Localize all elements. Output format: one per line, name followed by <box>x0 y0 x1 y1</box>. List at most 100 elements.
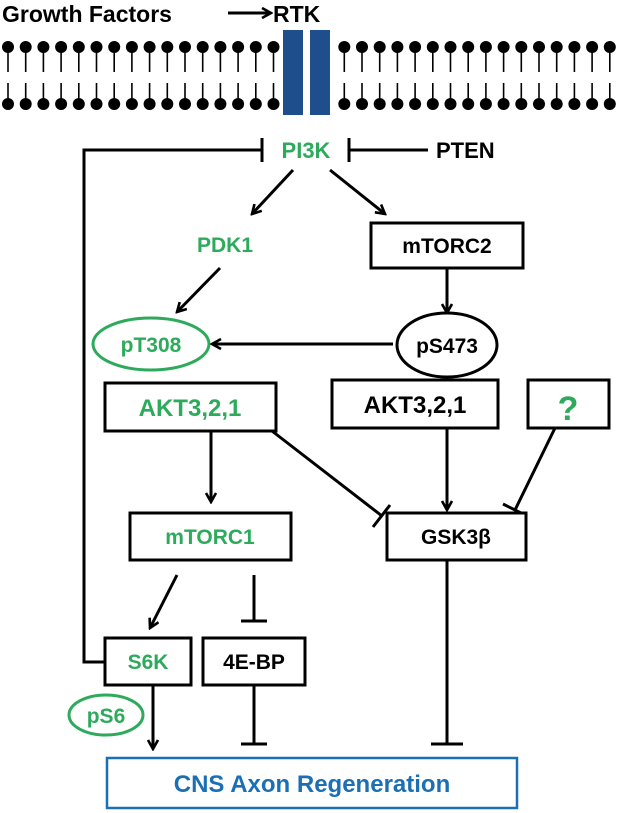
lipid-head <box>533 41 545 53</box>
lipid-head <box>19 41 32 53</box>
unknown-label: ? <box>558 390 579 428</box>
s6k-feedback-loop <box>82 148 262 664</box>
lipid-head <box>550 41 563 53</box>
lipid-head <box>497 98 510 110</box>
lipid-head <box>125 41 138 53</box>
lipid-head <box>19 98 32 110</box>
rtk-receptor-right <box>310 30 330 115</box>
lipid-head <box>232 98 245 110</box>
inhibition-akt-left-to-gsk3b <box>271 429 383 518</box>
arrow-pdk1-to-pt308 <box>177 266 222 312</box>
lipid-head <box>568 41 581 53</box>
lipid-head <box>586 98 599 110</box>
unknown-box <box>526 378 611 430</box>
ps473-label: pS473 <box>416 335 478 358</box>
lipid-head <box>462 41 475 53</box>
lipid-head <box>373 98 386 110</box>
arrow-pi3k-to-mtorc2 <box>329 168 385 214</box>
lipid-head <box>196 41 209 53</box>
lipid-head <box>515 41 528 53</box>
mtorc2-box <box>369 221 525 270</box>
pi3k-label: PI3K <box>282 138 331 163</box>
lipid-head <box>444 98 457 110</box>
4ebp-label: 4E-BP <box>223 651 285 674</box>
lipid-head <box>72 41 85 53</box>
lipid-head <box>426 98 439 110</box>
arrow-mtorc1-to-s6k <box>150 574 179 628</box>
lipid-head <box>90 41 103 53</box>
lipid-head <box>568 98 581 110</box>
arrow-pi3k-to-pdk1 <box>252 168 295 214</box>
inhibitor-bar-akt-left <box>371 504 392 528</box>
lipid-head <box>108 98 121 110</box>
lipid-head <box>37 41 50 53</box>
gsk3b-box <box>385 511 528 562</box>
lipid-head <box>72 98 85 110</box>
lipid-head <box>90 98 103 110</box>
lipid-head <box>444 41 457 53</box>
mtorc1-label: mTORC1 <box>165 526 255 549</box>
lipid-head <box>232 41 245 53</box>
inhibition-unknown-to-gsk3b <box>513 427 557 511</box>
lipid-head <box>2 98 14 110</box>
lipid-head <box>391 41 404 53</box>
lipid-head <box>356 41 368 53</box>
lipid-head <box>391 98 404 110</box>
lipid-head <box>373 41 386 53</box>
lipid-head <box>550 98 563 110</box>
lipid-head <box>479 41 492 53</box>
lipid-head <box>338 41 351 53</box>
lipid-head <box>586 41 599 53</box>
rtk-label: RTK <box>273 1 321 27</box>
lipid-head <box>267 41 280 53</box>
ps6-label: pS6 <box>87 705 126 728</box>
s6k-box <box>103 636 193 687</box>
lipid-head <box>603 41 616 53</box>
lipid-head <box>533 98 545 110</box>
lipid-head <box>338 98 351 110</box>
lipid-head <box>108 41 121 53</box>
lipid-head <box>249 98 262 110</box>
pten-label: PTEN <box>436 138 495 163</box>
akt-left-box <box>103 381 278 433</box>
pdk1-label: PDK1 <box>197 234 253 257</box>
lipid-head <box>143 41 156 53</box>
ps473-ellipse <box>395 311 499 379</box>
lipid-head <box>125 98 138 110</box>
ps6-ellipse <box>67 693 145 737</box>
lipid-head <box>55 98 68 110</box>
pt308-ellipse <box>91 316 211 372</box>
lipid-head <box>55 41 68 53</box>
lipid-head <box>214 41 227 53</box>
lipid-head <box>462 98 475 110</box>
lipid-head <box>479 98 492 110</box>
lipid-head <box>409 98 422 110</box>
s6k-label: S6K <box>128 651 169 674</box>
mtorc1-box <box>128 511 293 562</box>
cell-membrane <box>2 41 616 110</box>
akt-right-label: AKT3,2,1 <box>364 392 467 419</box>
lipid-head <box>409 41 422 53</box>
lipid-head <box>214 98 227 110</box>
mtorc2-label: mTORC2 <box>402 235 491 258</box>
lipid-head <box>267 98 280 110</box>
akt-left-label: AKT3,2,1 <box>139 395 242 422</box>
growth-factors-label: Growth Factors <box>2 1 172 27</box>
lipid-head <box>161 41 174 53</box>
outcome-label: CNS Axon Regeneration <box>174 771 450 798</box>
lipid-head <box>179 98 191 110</box>
lipid-head <box>196 98 209 110</box>
lipid-head <box>515 98 528 110</box>
lipid-head <box>37 98 50 110</box>
rtk-receptor-left <box>283 30 303 115</box>
lipid-head <box>179 41 191 53</box>
akt-right-box <box>330 378 500 430</box>
gsk3b-label: GSK3β <box>421 526 491 549</box>
lipid-head <box>2 41 14 53</box>
lipid-head <box>161 98 174 110</box>
4ebp-box <box>201 636 307 687</box>
outcome-box <box>105 756 519 810</box>
lipid-head <box>356 98 368 110</box>
lipid-head <box>426 41 439 53</box>
